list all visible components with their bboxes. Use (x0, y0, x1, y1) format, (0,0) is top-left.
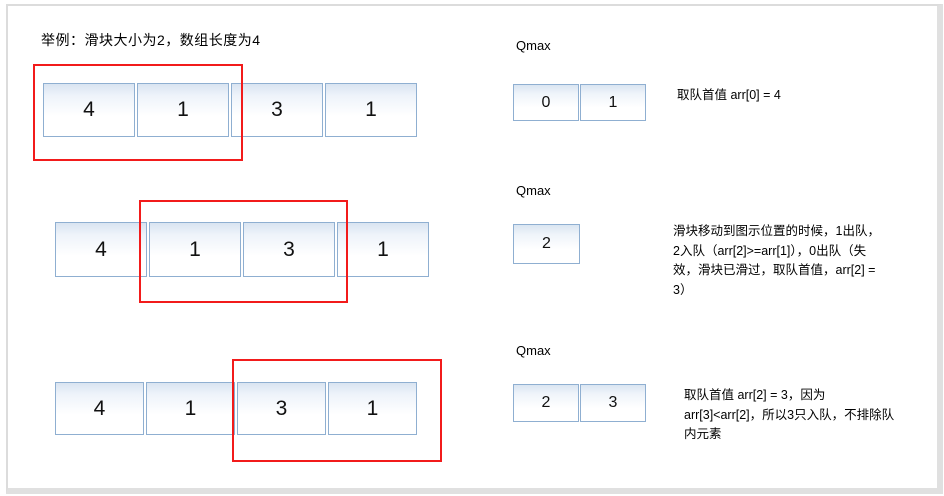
array-step3: 4 1 3 1 (55, 382, 419, 435)
qmax-cell: 0 (513, 84, 579, 121)
qmax-cell: 2 (513, 224, 580, 264)
note-line: 内元素 (684, 427, 722, 441)
array-cell: 4 (55, 382, 144, 435)
array-cell: 1 (137, 83, 229, 137)
qmax-label-step2: Qmax (516, 183, 551, 198)
qmax-queue-step3: 2 3 (513, 384, 647, 422)
array-cell: 3 (237, 382, 326, 435)
array-cell: 1 (146, 382, 235, 435)
array-cell: 1 (149, 222, 241, 277)
array-cell: 4 (55, 222, 147, 277)
note-line: 3） (673, 282, 693, 297)
array-cell: 1 (337, 222, 429, 277)
note-step1: 取队首值 arr[0] = 4 (677, 86, 781, 106)
qmax-label-step1: Qmax (516, 38, 551, 53)
qmax-cell: 2 (513, 384, 579, 422)
note-line: 效，滑块已滑过，取队首值，arr[2] = (673, 263, 876, 277)
array-cell: 1 (328, 382, 417, 435)
qmax-cell: 3 (580, 384, 646, 422)
note-line: 取队首值 arr[2] = 3，因为 (684, 388, 826, 402)
array-cell: 1 (325, 83, 417, 137)
note-step3: 取队首值 arr[2] = 3，因为 arr[3]<arr[2]，所以3只入队，… (684, 386, 894, 445)
note-line: 滑块移动到图示位置的时候，1出队， (673, 224, 880, 238)
qmax-queue-step1: 0 1 (513, 84, 647, 121)
note-line: arr[3]<arr[2]，所以3只入队，不排除队 (684, 407, 895, 422)
qmax-queue-step2: 2 (513, 224, 581, 264)
qmax-label-step3: Qmax (516, 343, 551, 358)
array-step2: 4 1 3 1 (55, 222, 431, 277)
note-step2: 滑块移动到图示位置的时候，1出队， 2入队（arr[2]>=arr[1]），0出… (673, 222, 880, 300)
qmax-cell: 1 (580, 84, 646, 121)
array-cell: 3 (243, 222, 335, 277)
note-line: 2入队（arr[2]>=arr[1]），0出队（失 (673, 243, 867, 258)
array-cell: 4 (43, 83, 135, 137)
page-title: 举例：滑块大小为2，数组长度为4 (41, 32, 261, 48)
array-cell: 3 (231, 83, 323, 137)
note-line: 取队首值 arr[0] = 4 (677, 88, 781, 102)
array-step1: 4 1 3 1 (43, 83, 419, 137)
